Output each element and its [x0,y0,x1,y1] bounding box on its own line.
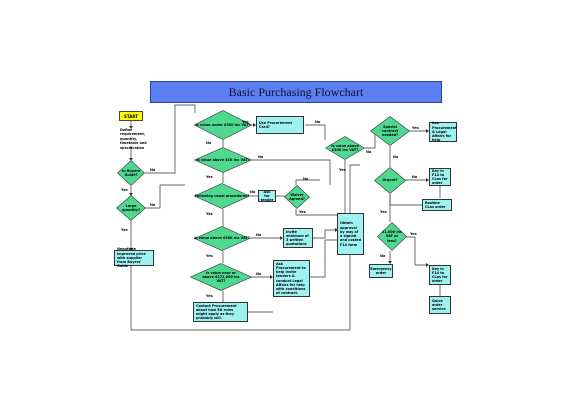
label-no: No [150,168,156,172]
box-key-f14: Key in F14 to CLos for order [429,265,451,285]
connector-buyers-no [145,104,196,174]
box-routine-order: Routine CLos order [422,199,452,211]
box-negotiate-price: Negotiate improved price with supplier f… [114,247,154,268]
decision-under-1000: £1,000 inc VAT or less? [377,222,407,251]
arrowhead [388,261,392,264]
label-no: No [393,155,399,159]
label-no: No [412,175,418,179]
decision-special-contract: Special contract needed? [370,116,410,146]
start-terminator: START [119,111,143,121]
decision-value-above-500: Is value above £500 inc VAT? [325,136,365,160]
box-ask-tender: Ask for tender [258,190,276,202]
decision-following-procedures: Following usual procedures? [194,183,250,209]
label-no: No [250,190,256,194]
label-no: No [256,233,262,237]
arrowhead [426,178,429,182]
connector-waiver-approval [295,209,337,216]
decision-value-under-500: Is value under £500 inc VAT? [194,110,252,140]
box-define-requirement: Define requirement, quantity, timetable … [120,128,147,150]
label-no: No [258,155,264,159]
decision-eu-threshold: Is value near or above £172,000 inc VAT? [190,263,252,291]
arrowhead [253,123,256,127]
label-yes: Yes [299,210,306,214]
arrowhead [129,158,133,161]
decision-urgent: Urgent? [374,167,406,194]
arrowhead [129,126,133,129]
arrowhead [129,248,133,251]
label-yes: Yes [242,120,249,124]
decision-value-above-50k: Is value above £50K inc VAT? [194,226,250,251]
box-obtain-approval: Obtain approval by way of a signed and c… [337,213,364,255]
arrowhead [280,236,283,240]
label-yes: Yes [380,210,387,214]
connector-approval-up [349,164,360,213]
box-emergency-order: Emergency order [369,264,393,278]
label-no: No [303,177,309,181]
decision-in-buyers-guide: In Buyers Guide? [117,160,145,186]
decision-waiver-agreed: Waiver Agreed? [284,185,310,209]
arrowhead [270,275,273,279]
connector-ask-approval [310,239,337,278]
box-contact-procurement: Contact Procurement about how EU rules m… [193,302,248,322]
label-yes: Yes [410,232,417,236]
label-no: No [150,203,156,207]
label-no: No [256,272,262,276]
label-no: No [315,120,321,124]
connector-above500-special [365,131,376,149]
arrowhead [129,193,133,196]
label-yes: Yes [339,168,346,172]
box-quick-order: Quick order service [429,296,451,314]
arrowhead [335,228,338,232]
decision-value-above-1k: Is value above £1K inc VAT? [194,147,252,173]
label-yes: Yes [121,228,128,232]
connector-urgent-routine [389,194,422,206]
label-yes: Yes [121,188,128,192]
arrowhead [426,263,429,267]
connector-under1000-key [403,236,428,266]
page-title: Basic Purchasing Flowchart [150,81,442,103]
label-yes: Yes [206,212,213,216]
label-yes: Yes [412,126,419,130]
label-no: No [380,254,386,258]
box-ask-procurement-help: Ask Procurement to help invite tenders &… [273,260,310,297]
box-invite-quotations: Invite minimum of 3 written quotations [283,228,313,248]
connector-invite-approval [313,229,337,239]
label-no: No [206,141,212,145]
box-ask-legal-affairs: Ask Procurement & Legal Affairs for help [429,121,457,142]
label-no: No [366,150,372,154]
connector-waiver-no [295,179,320,185]
box-key-f14-urgent: Key in F14 to CLos for order [429,168,451,186]
decision-large-quantity: Large quantity? [116,195,146,221]
box-use-procurement-card: Use Procurement Card? [256,116,304,134]
label-yes: Yes [206,254,213,258]
connector-card-no [305,124,326,140]
connector-negotiate-approval [130,255,351,331]
arrowhead [426,129,429,133]
connector-above1k-no [250,159,331,185]
label-yes: Yes [206,294,213,298]
connector-large-no [145,184,185,209]
label-yes: Yes [206,175,213,179]
